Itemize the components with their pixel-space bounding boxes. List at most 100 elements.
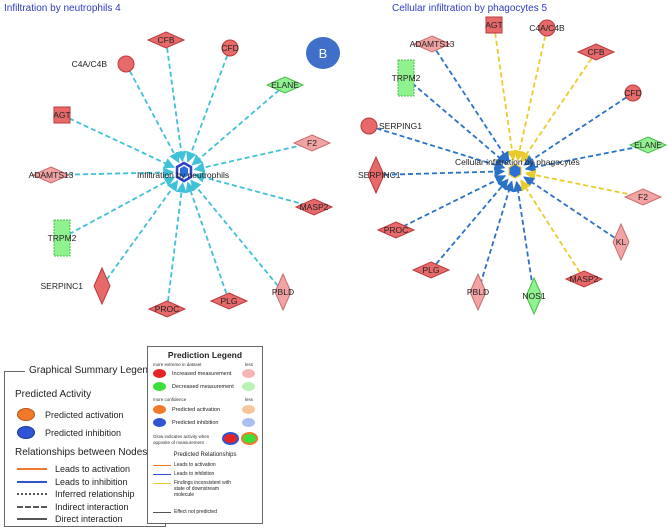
left-node-serpinc1[interactable]	[93, 266, 111, 306]
right-node-serpinc1[interactable]	[367, 155, 385, 195]
pred-inhibition-less-icon	[242, 418, 255, 427]
inhibition-swatch-icon	[17, 426, 35, 439]
right-node-label-plg: PLG	[422, 265, 439, 275]
left-node-label-c4a-c4b: C4A/C4B	[72, 59, 108, 69]
right-node-nos1[interactable]	[525, 276, 543, 316]
glow-red-icon	[224, 434, 237, 443]
right-edge-pbld	[477, 180, 515, 293]
right-node-trpm2[interactable]	[397, 59, 415, 97]
right-node-label-adamts13: ADAMTS13	[410, 39, 455, 49]
more-extreme-note: more extreme in dataset	[153, 362, 202, 367]
increased-measurement-row: Increased measurement	[153, 369, 231, 378]
relationship-direct-interaction: Direct interaction	[17, 514, 123, 524]
orange-line-icon	[153, 465, 171, 466]
right-node-label-kl: KL	[616, 237, 627, 247]
left-edge-cfb	[165, 39, 187, 163]
left-edge-masp2	[193, 172, 315, 208]
relationship-line-icon	[17, 518, 47, 520]
right-node-proc[interactable]	[376, 221, 416, 239]
left-node-plg[interactable]	[209, 292, 249, 310]
left-node-c4a-c4b[interactable]	[117, 55, 135, 73]
right-node-f2[interactable]	[623, 188, 663, 206]
right-node-c4a-c4b[interactable]	[538, 19, 556, 37]
right-node-cfd[interactable]	[624, 84, 642, 102]
right-node-label-pbld: PBLD	[467, 287, 489, 297]
relationship-line-icon	[17, 468, 47, 470]
left-node-elane[interactable]	[265, 76, 305, 94]
left-edge-cfd	[186, 47, 231, 163]
decreased-swatch-icon	[153, 382, 166, 391]
left-node-cfd[interactable]	[221, 39, 239, 57]
relationship-line-icon	[17, 505, 47, 508]
left-node-label-elane: ELANE	[271, 80, 299, 90]
less-note-1: less	[245, 362, 254, 367]
left-node-f2[interactable]	[292, 134, 332, 152]
left-edge-adamts13	[50, 167, 175, 178]
increased-swatch-icon	[153, 369, 166, 378]
pred-activation-row: Predicted activation	[153, 405, 220, 414]
right-node-agt[interactable]	[485, 16, 503, 34]
right-node-plg[interactable]	[411, 261, 451, 279]
left-edge-proc	[166, 181, 187, 310]
left-node-agt[interactable]	[53, 106, 71, 124]
right-center-node[interactable]	[508, 163, 522, 179]
right-node-elane[interactable]	[628, 136, 668, 154]
left-node-label-proc: PROC	[155, 304, 180, 314]
right-edge-cfb	[520, 51, 597, 163]
relationship-line-icon	[17, 480, 47, 483]
left-node-label-trpm2: TRPM2	[48, 233, 77, 243]
left-node-label-pbld: PBLD	[272, 287, 294, 297]
left-node-masp2[interactable]	[294, 198, 334, 216]
left-edge-elane	[191, 84, 286, 166]
increased-less-swatch-icon	[242, 369, 255, 378]
left-node-pbld[interactable]	[274, 272, 292, 312]
prediction-legend: Prediction Legend more extreme in datase…	[147, 346, 263, 524]
right-node-serping1[interactable]	[360, 117, 378, 135]
rel-inhibition-row: Leads to inhibition	[153, 471, 214, 477]
left-node-adamts13[interactable]	[31, 166, 71, 184]
right-node-cfb[interactable]	[576, 43, 616, 61]
glow-note: Glow indicates activity when opposite of…	[153, 434, 210, 445]
left-node-label-cfb: CFB	[158, 35, 175, 45]
right-edge-cfd	[523, 92, 634, 166]
pred-inhibition-row: Predicted inhibition	[153, 418, 218, 427]
left-network-nodes: CFBCFDC4A/C4BELANEAGTF2ADAMTS13MASP2TRPM…	[29, 31, 334, 318]
right-edge-agt	[493, 24, 518, 162]
pred-inhibition-swatch-icon	[153, 418, 166, 427]
right-edge-masp2	[520, 179, 585, 280]
right-node-label-serping1: SERPING1	[379, 121, 422, 131]
b-marker: B	[306, 37, 340, 69]
relationship-inferred-relationship: Inferred relationship	[17, 489, 135, 499]
left-network-edges	[50, 39, 315, 310]
svg-text:B: B	[319, 46, 328, 61]
left-edge-trpm2	[61, 176, 176, 239]
right-node-pbld[interactable]	[469, 272, 487, 312]
blue-line-icon	[153, 474, 171, 475]
left-node-label-plg: PLG	[220, 296, 237, 306]
right-node-label-serpinc1: SERPINC1	[358, 170, 401, 180]
left-center-label: Infiltration by neutrophils	[137, 170, 229, 180]
right-node-label-cfb: CFB	[588, 47, 605, 57]
right-node-adamts13[interactable]	[412, 35, 452, 53]
right-node-masp2[interactable]	[564, 270, 604, 288]
left-node-label-adamts13: ADAMTS13	[29, 170, 74, 180]
left-node-trpm2[interactable]	[53, 219, 71, 257]
right-edge-kl	[523, 176, 622, 243]
left-edge-c4a-c4b	[125, 63, 180, 164]
right-edge-serpinc1	[375, 166, 506, 177]
left-node-proc[interactable]	[147, 300, 187, 318]
right-node-kl[interactable]	[612, 222, 630, 262]
right-center-label: Cellular infiltration by phagocytes	[455, 157, 580, 167]
left-node-cfb[interactable]	[146, 31, 186, 49]
right-node-label-trpm2: TRPM2	[392, 73, 421, 83]
right-edge-nos1	[512, 180, 535, 297]
right-node-label-proc: PROC	[384, 225, 409, 235]
left-center-node[interactable]	[175, 161, 193, 183]
legend-predicted-inhibition: Predicted inhibition	[17, 426, 121, 439]
decreased-less-swatch-icon	[242, 382, 255, 391]
left-network-title: Infiltration by neutrophils 4	[4, 3, 121, 14]
predicted-activity-heading: Predicted Activity	[15, 389, 92, 400]
rel-not-predicted-row: Effect not predicted	[153, 509, 217, 515]
right-edge-trpm2	[405, 77, 508, 165]
